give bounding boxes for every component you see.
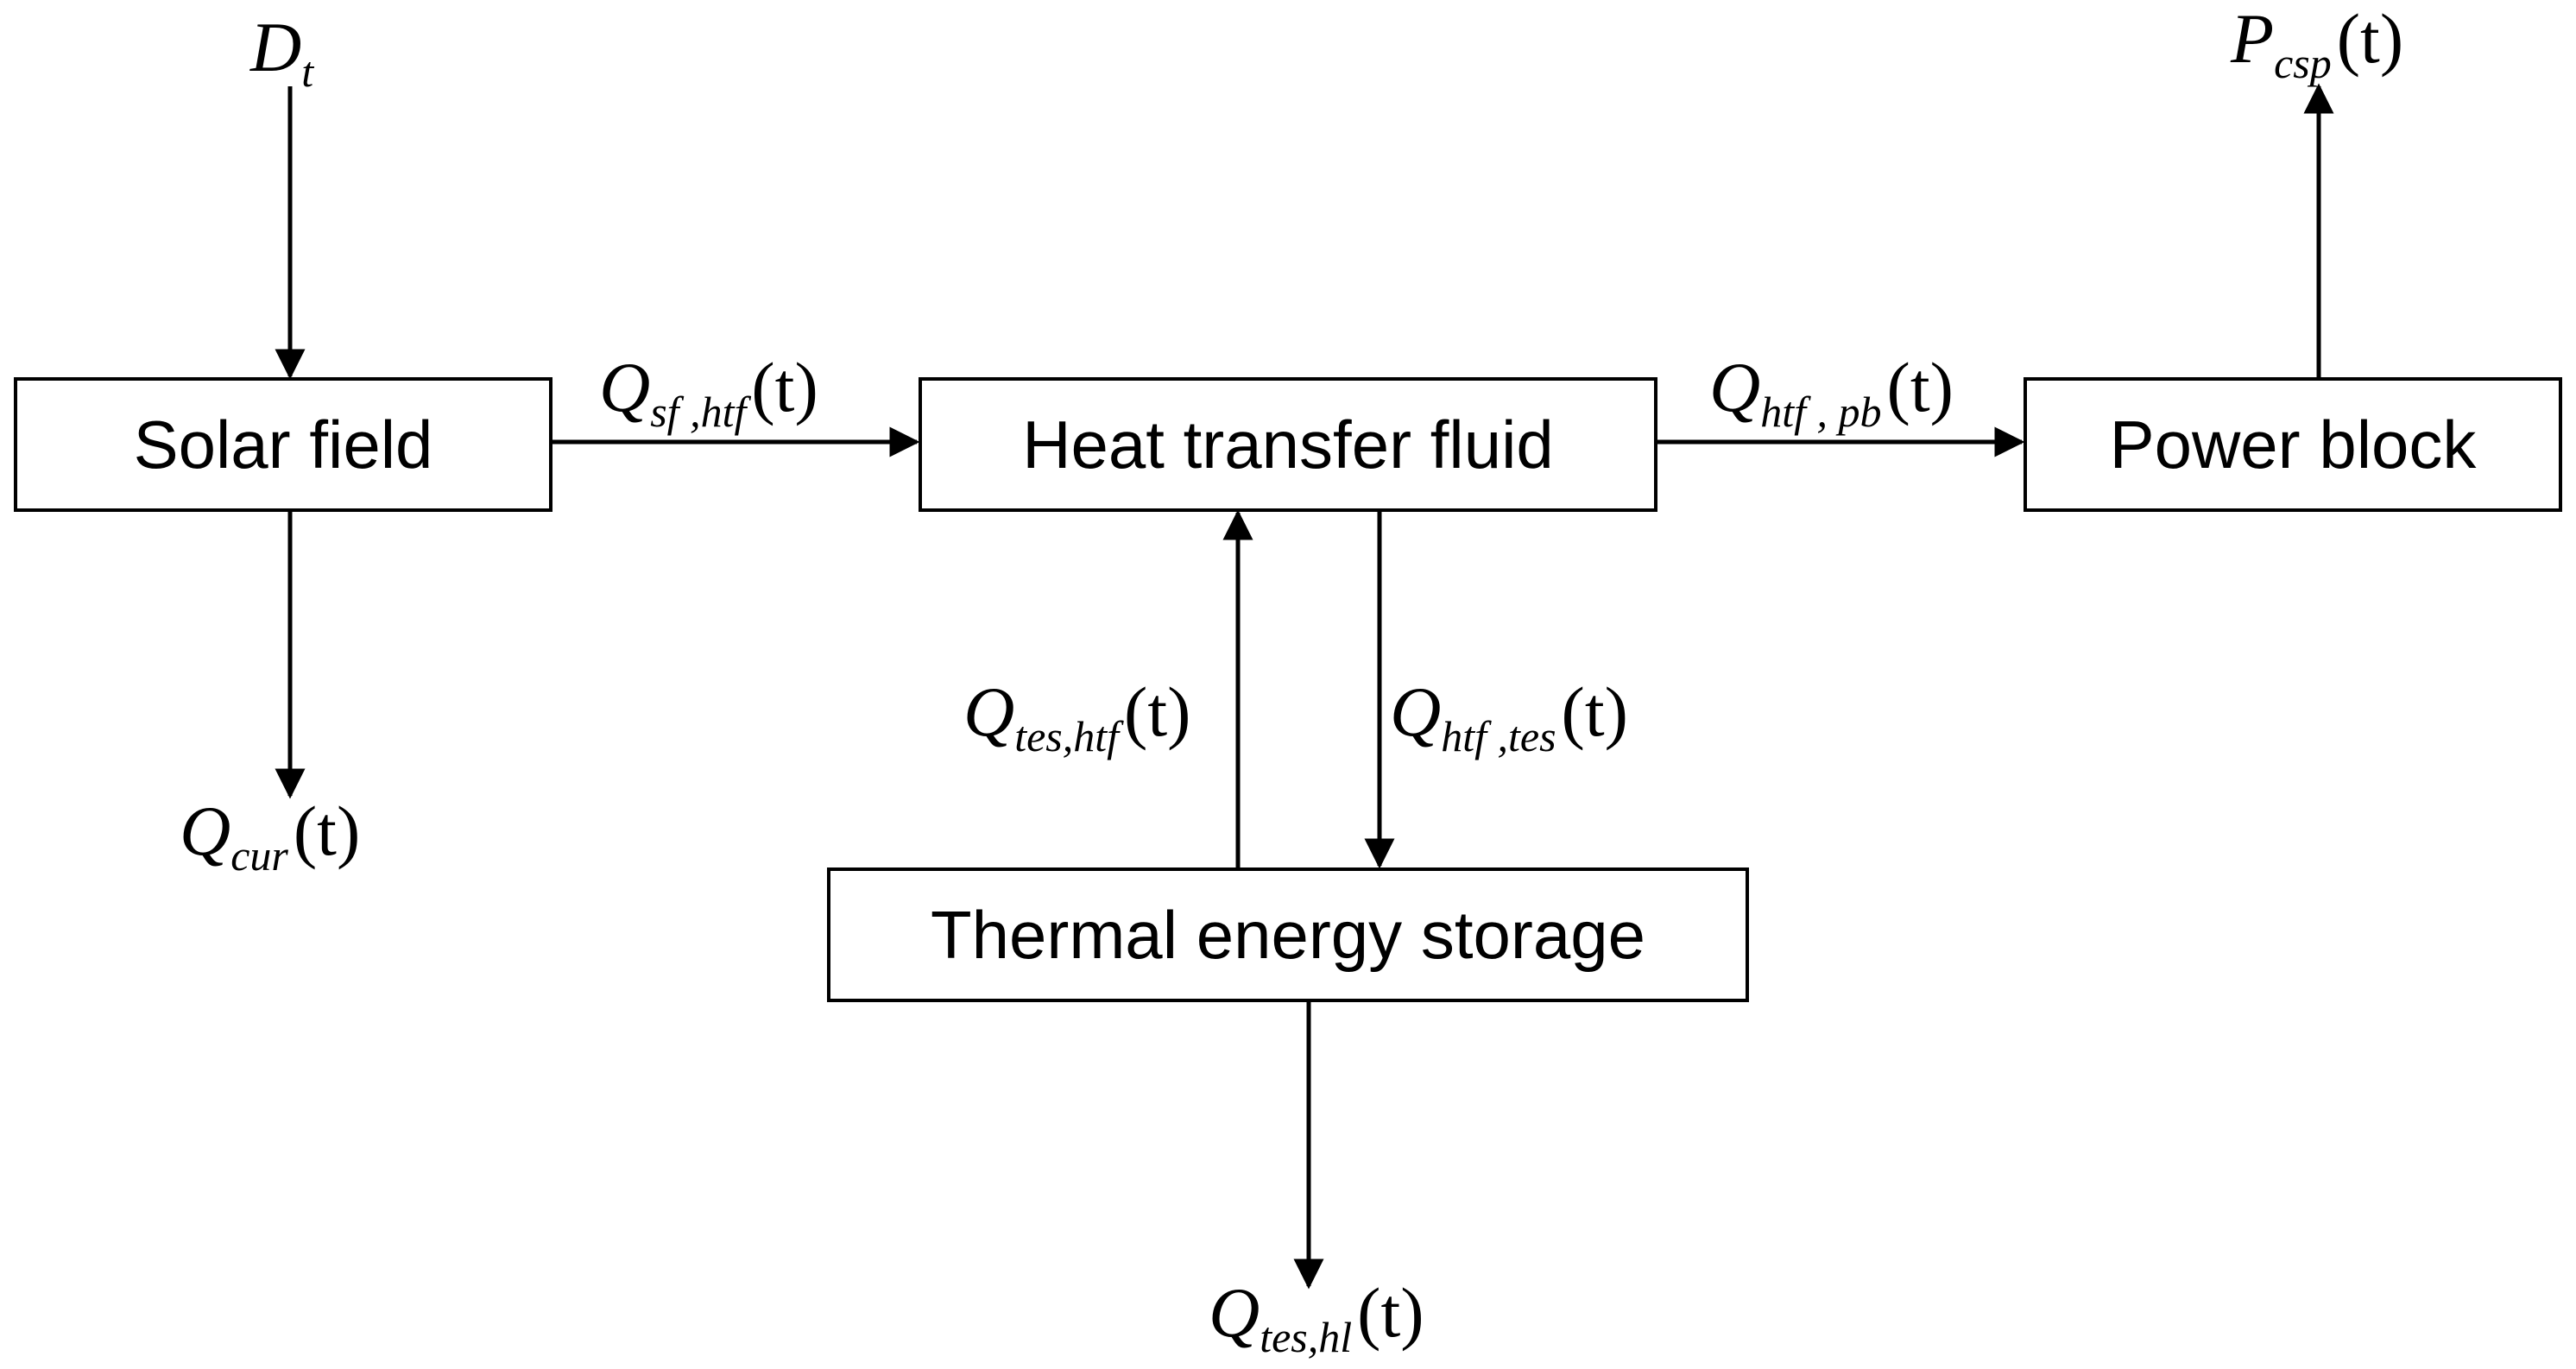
label-q-cur: Qcur(t) — [180, 792, 360, 880]
power-block-box — [2024, 377, 2562, 512]
thermal-energy-storage-label: Thermal energy storage — [931, 897, 1645, 973]
heat-transfer-fluid-box — [919, 377, 1657, 512]
label-q-htf-pb: Qhtf , pb(t) — [1709, 348, 1954, 436]
thermal-energy-storage-block: Thermal energy storage — [827, 867, 1749, 1002]
thermal-energy-storage-box — [827, 867, 1749, 1002]
label-q-htf-tes: Qhtf ,tes(t) — [1390, 672, 1628, 760]
heat-transfer-fluid-label: Heat transfer fluid — [1022, 407, 1554, 483]
label-q-sf-htf: Qsf ,htf(t) — [599, 348, 818, 436]
solar-field-block: Solar field — [14, 377, 552, 512]
solar-field-box — [14, 377, 552, 512]
label-q-tes-htf: Qtes,htf(t) — [963, 672, 1190, 760]
power-block-label: Power block — [2110, 407, 2478, 483]
label-d-t: Dt — [249, 8, 314, 96]
label-q-tes-hl: Qtes,hl(t) — [1209, 1273, 1424, 1361]
power-block-block: Power block — [2024, 377, 2562, 512]
heat-transfer-fluid-block: Heat transfer fluid — [919, 377, 1657, 512]
label-p-csp: Pcsp(t) — [2230, 0, 2403, 87]
solar-field-label: Solar field — [134, 407, 433, 483]
